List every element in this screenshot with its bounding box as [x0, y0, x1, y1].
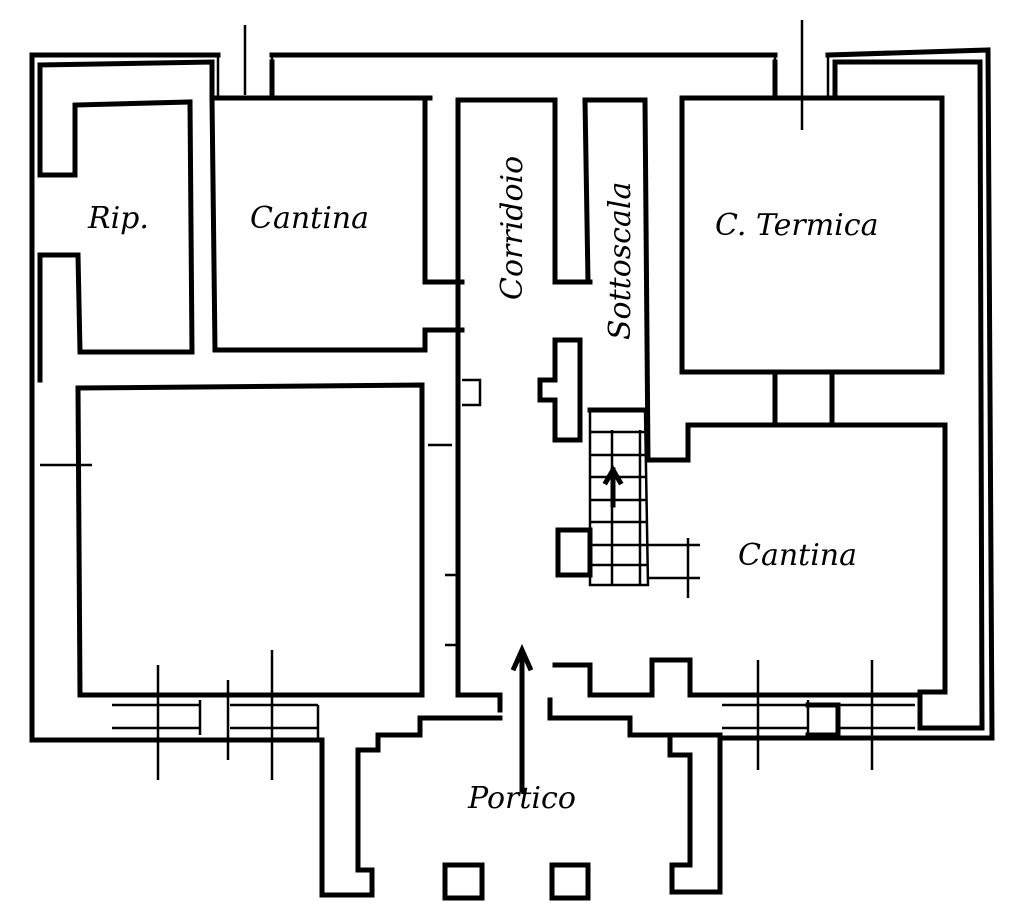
room-label-portico: Portico [467, 781, 576, 816]
room-label-rip: Rip. [87, 201, 149, 236]
room-cantina-bottom: Cantina [552, 538, 923, 698]
room-label-cantina-bottom: Cantina [738, 538, 857, 573]
stair-treads [588, 408, 700, 598]
entrance-arrow-icon [510, 643, 534, 793]
room-rip: Rip. [37, 99, 195, 355]
room-c-termica: C. Termica [679, 95, 945, 428]
bottom-windows [112, 650, 915, 780]
room-sottoscala: Sottoscala [555, 97, 948, 695]
room-label-cantina-top: Cantina [250, 201, 369, 236]
top-windows [216, 20, 830, 130]
room-large-left [40, 382, 425, 698]
outer-walls [29, 47, 995, 743]
stair-arrow-icon [602, 465, 624, 508]
room-portico: Portico [319, 643, 723, 901]
room-cantina-top: Cantina [209, 95, 465, 353]
room-label-sottoscala: Sottoscala [603, 182, 638, 340]
room-label-c-termica: C. Termica [715, 208, 878, 243]
room-corridoio: Corridoio [428, 97, 593, 713]
room-label-corridoio: Corridoio [495, 156, 530, 300]
